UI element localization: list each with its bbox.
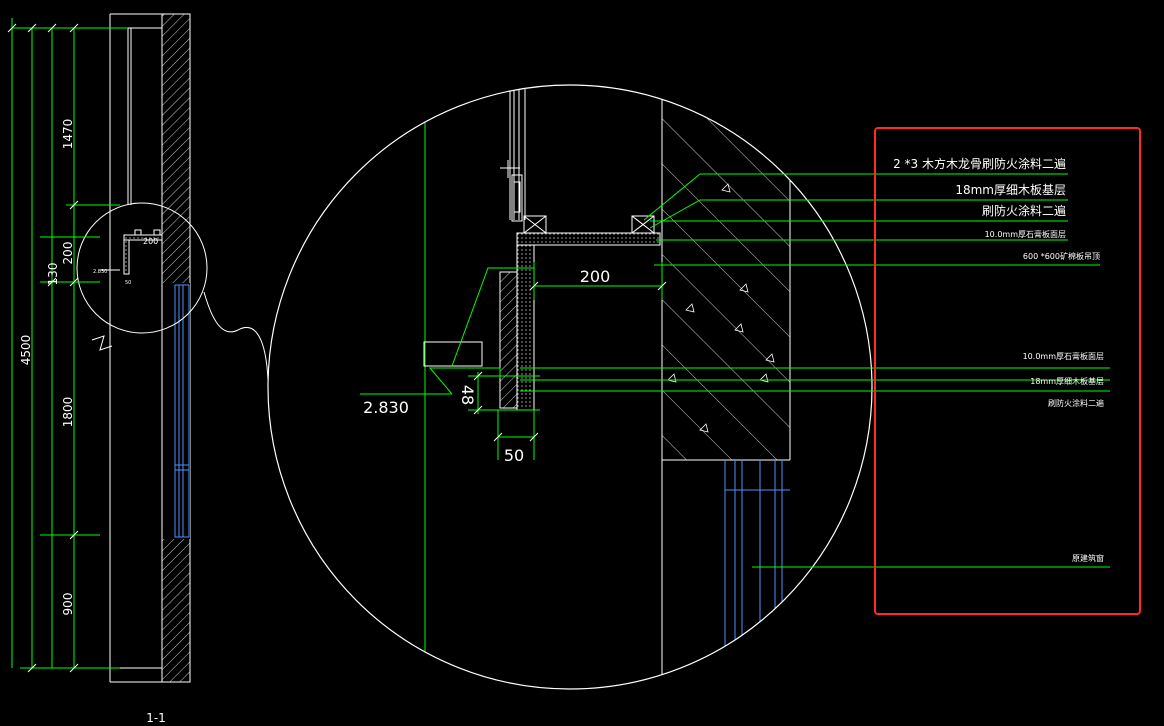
callout-mineral-board: 600 *600矿棉板吊顶 [1023,251,1100,261]
detail-leader-curve [203,291,269,381]
detail-view: 200 2.830 48 50 [267,84,873,690]
ceiling-profile [423,215,661,411]
detail-marker-circle [76,202,208,334]
dim-900: 900 [61,593,75,616]
callout-gypsum-face: 10.0mm厚石膏板面层 [985,229,1066,239]
dim-1470: 1470 [61,119,75,150]
callout-wood-keel: 2 *3 木方木龙骨刷防火涂料二遍 [893,156,1066,171]
section-view: 4500 1470 200 130 1800 900 200 2.830 50 … [7,13,269,725]
detail-dim-50: 50 [504,446,524,465]
detail-dim-200: 200 [580,267,611,286]
callout-gypsum-face-2: 10.0mm厚石膏板面层 [1023,351,1104,361]
callout-blockboard-base-2: 18mm厚细木板基层 [1030,376,1104,386]
callout-labels: 2 *3 木方木龙骨刷防火涂料二遍 18mm厚细木板基层 刷防火涂料二遍 10.… [893,156,1104,563]
callout-fire-paint-2: 刷防火涂料二遍 [1048,398,1104,408]
mini-dim-200: 200 [143,237,158,246]
section-label: 1-1 [146,711,166,725]
mini-elevation: 2.830 [93,269,107,275]
dim-1800: 1800 [61,397,75,428]
callout-leaders [520,173,1110,568]
detail-dim-48: 48 [458,385,477,405]
section-window [174,284,190,538]
detail-window [724,460,790,689]
dim-total-height: 4500 [19,335,33,366]
dim-200: 200 [61,242,75,265]
detail-circle [267,84,873,690]
detail-wall [662,85,790,460]
mini-dim-50: 50 [125,280,131,286]
callout-blockboard-base: 18mm厚细木板基层 [955,183,1066,197]
highlight-box [874,127,1141,615]
callout-original-window: 原建筑窗 [1072,553,1104,563]
dim-130: 130 [46,263,60,286]
detail-elevation: 2.830 [363,398,409,417]
callout-fire-paint: 刷防火涂料二遍 [982,203,1066,218]
